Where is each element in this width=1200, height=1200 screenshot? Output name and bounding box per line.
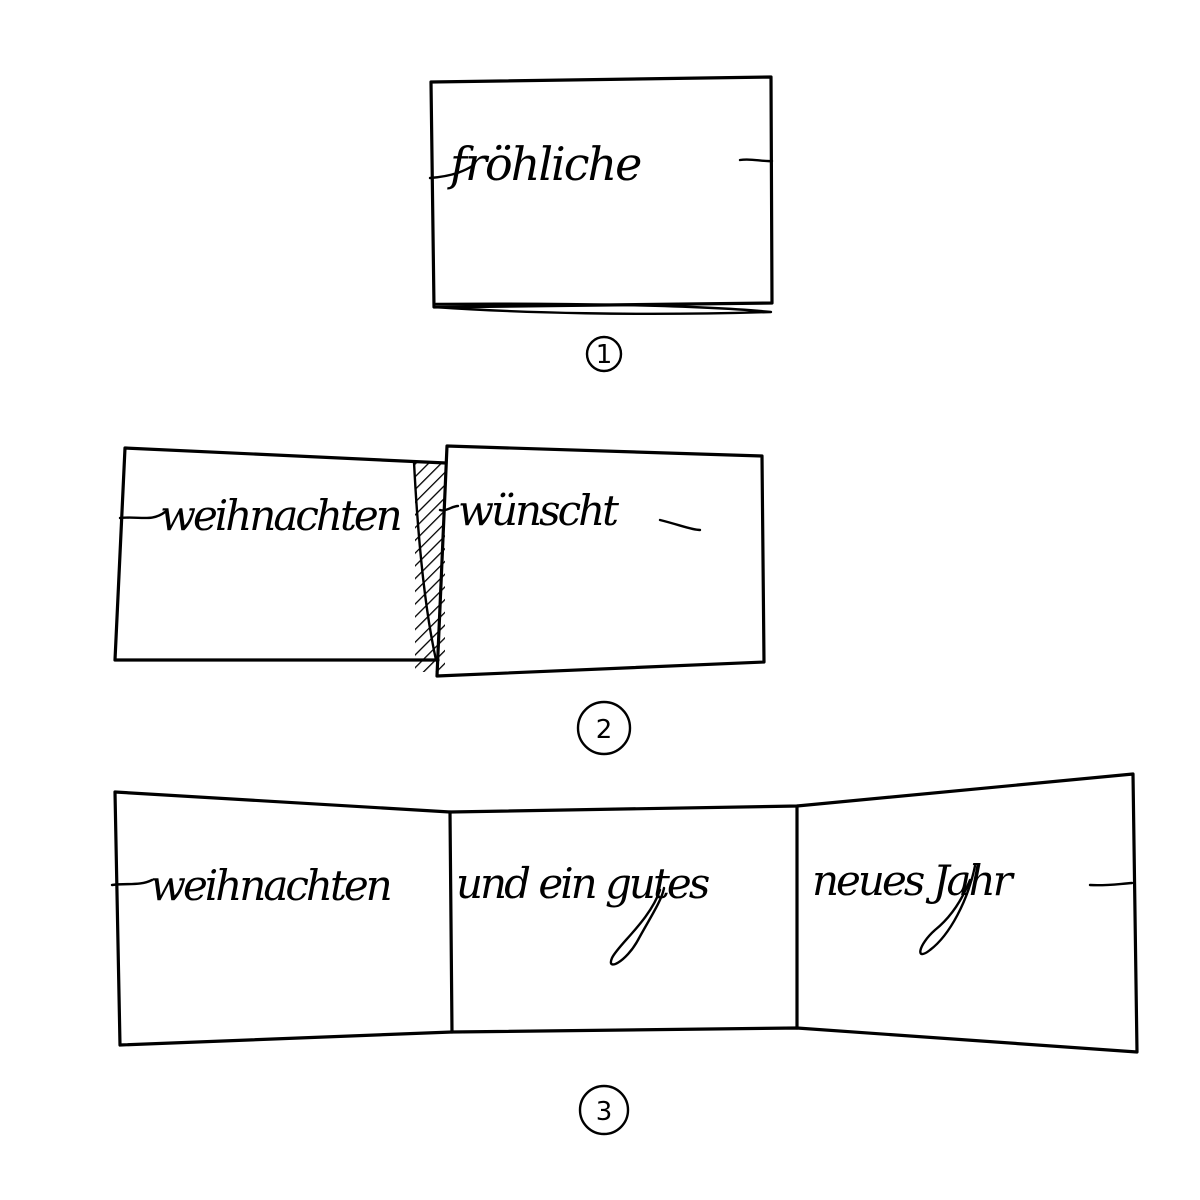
step-3-fold-left xyxy=(448,810,454,1034)
step-2-card-right-text: wünscht xyxy=(458,486,619,535)
step-3-group: weihnachten und ein gutes neues Jahr 3 xyxy=(110,772,1139,1136)
step-1-card-text: fröhliche xyxy=(447,137,641,191)
step-3-descender-g xyxy=(609,886,666,966)
step-3-card-3-text: neues Jahr xyxy=(812,856,1016,905)
step-3-card-outline xyxy=(113,772,1139,1054)
step-2-card-left-text: weihnachten xyxy=(160,491,401,540)
step-2-number: 2 xyxy=(596,715,613,745)
step-3-descender-j xyxy=(919,864,977,956)
step-2-group: weihnachten wünscht 2 xyxy=(113,444,766,756)
step-3-card-1-text: weihnachten xyxy=(150,861,391,910)
step-2-number-circle xyxy=(576,700,632,756)
step-1-number: 1 xyxy=(596,340,613,370)
step-1-card xyxy=(429,75,774,309)
step-1-card-bottom-edge xyxy=(432,302,773,316)
step-2-card-left xyxy=(113,446,448,662)
step-3-number: 3 xyxy=(596,1097,613,1127)
step-1-group: fröhliche 1 xyxy=(428,75,774,373)
step-3-card-2-text: und ein gutes xyxy=(456,859,710,908)
step-3-number-circle xyxy=(578,1084,630,1136)
step-2-card-right xyxy=(435,444,766,678)
step-2-fold-edge xyxy=(412,460,438,662)
step-1-number-circle xyxy=(585,335,623,373)
step-2-guideline xyxy=(118,504,702,532)
step-1-guideline xyxy=(428,158,774,180)
step-3-guideline xyxy=(110,878,1134,887)
